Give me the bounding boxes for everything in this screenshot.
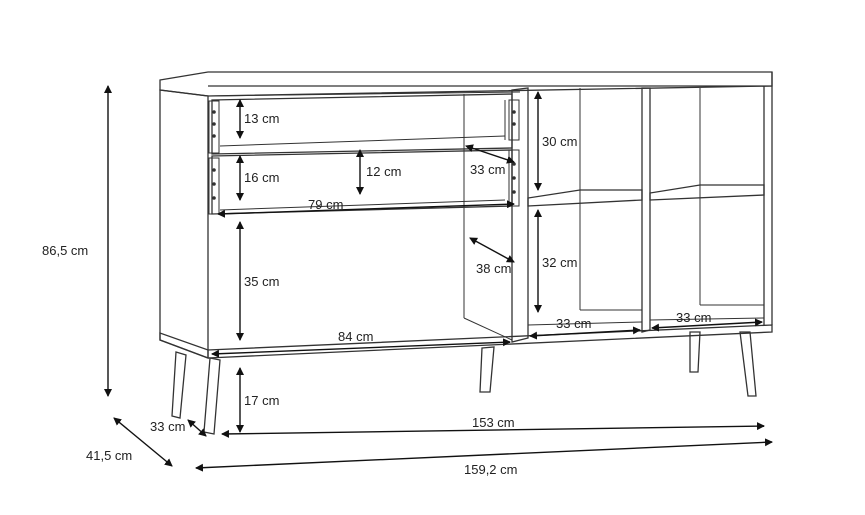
arrow-drawer-width xyxy=(217,200,515,218)
arrow-compartment-width xyxy=(211,338,511,358)
arrow-shelf-width-right xyxy=(651,318,763,332)
label-leg-depth: 33 cm xyxy=(150,419,185,434)
arrow-drawer-depth xyxy=(465,144,515,164)
left-side-panel xyxy=(159,89,209,359)
arrow-leg-depth xyxy=(187,419,207,437)
dimension-labels: 86,5 cm 41,5 cm 159,2 cm 153 cm 33 cm 17… xyxy=(42,111,711,477)
label-lower-shelf-height: 32 cm xyxy=(542,255,577,270)
arrow-total-depth xyxy=(113,417,173,467)
leg-back-right-b xyxy=(739,331,757,397)
arrow-inner-width xyxy=(221,422,765,438)
leg-front-left xyxy=(171,351,187,419)
rail-top-left xyxy=(208,100,220,154)
label-drawer-width: 79 cm xyxy=(308,197,343,212)
rail-top-right xyxy=(508,99,520,141)
label-shelf-width-left: 33 cm xyxy=(556,316,591,331)
label-drawer-top-height: 13 cm xyxy=(244,111,279,126)
shelf-left xyxy=(527,189,643,207)
legs xyxy=(171,331,757,435)
label-compartment-width: 84 cm xyxy=(338,329,373,344)
arrow-shelf-width-left xyxy=(529,326,641,340)
label-total-height: 86,5 cm xyxy=(42,243,88,258)
leg-front-right xyxy=(203,357,221,435)
shelf-right xyxy=(649,184,765,201)
dimension-arrows xyxy=(104,85,773,472)
label-shelf-width-right: 33 cm xyxy=(676,310,711,325)
label-inner-width: 153 cm xyxy=(472,415,515,430)
label-total-depth: 41,5 cm xyxy=(86,448,132,463)
rail-bottom-left xyxy=(208,157,220,215)
leg-back-right-a xyxy=(689,331,701,373)
label-drawer-inner-height: 12 cm xyxy=(366,164,401,179)
label-compartment-depth: 38 cm xyxy=(476,261,511,276)
label-compartment-height: 35 cm xyxy=(244,274,279,289)
central-divider xyxy=(511,87,529,343)
leg-back-mid xyxy=(479,346,495,393)
label-drawer-mid-height: 16 cm xyxy=(244,170,279,185)
label-total-width: 159,2 cm xyxy=(464,462,517,477)
label-upper-shelf-height: 30 cm xyxy=(542,134,577,149)
label-drawer-depth: 33 cm xyxy=(470,162,505,177)
arrow-compartment-depth xyxy=(469,237,515,263)
right-divider xyxy=(641,87,651,333)
arrow-total-width xyxy=(195,438,773,472)
label-leg-height: 17 cm xyxy=(244,393,279,408)
